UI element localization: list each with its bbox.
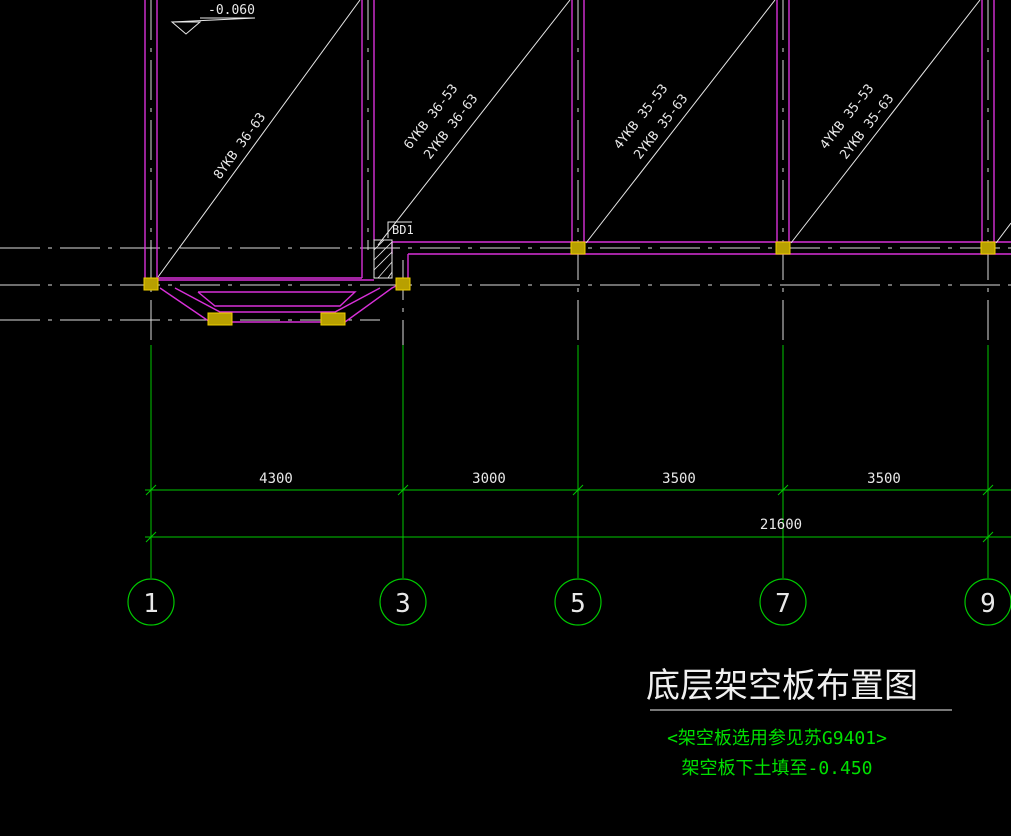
dimension-3000: 3000	[472, 471, 506, 487]
opening-label: BD1	[392, 223, 414, 237]
column-axis-9	[980, 241, 996, 255]
column-bay-left	[207, 312, 233, 326]
axis-label-1: 1	[143, 589, 159, 619]
dimension-3500-a: 3500	[662, 471, 696, 487]
axis-bubble-1: 1	[127, 578, 175, 626]
axis-bubble-5: 5	[554, 578, 602, 626]
dimension-4300: 4300	[259, 471, 293, 487]
drawing-title: 底层架空板布置图	[646, 666, 918, 706]
axis-label-5: 5	[570, 589, 586, 619]
slab-diagonals	[157, 0, 1011, 278]
axis-label-7: 7	[775, 589, 791, 619]
axis-label-3: 3	[395, 589, 411, 619]
columns	[143, 241, 996, 326]
dimension-values: 4300 3000 3500 3500 21600	[259, 471, 901, 533]
column-bay-right	[320, 312, 346, 326]
column-axis-3	[395, 277, 411, 291]
column-axis-1	[143, 277, 159, 291]
column-axis-7	[775, 241, 791, 255]
vertical-center-lines	[150, 0, 989, 345]
dimension-total: 21600	[760, 517, 802, 533]
level-marker	[170, 17, 256, 35]
dimension-lines	[145, 484, 1011, 543]
axis-label-9: 9	[980, 589, 996, 619]
horizontal-center-lines	[0, 247, 1011, 321]
column-axis-5	[570, 241, 586, 255]
level-marker-label: -0.060	[208, 3, 255, 18]
axis-bubble-9: 9	[964, 578, 1011, 626]
slab-labels: 8YKB 36-63 6YKB 36-53 2YKB 36-63 4YKB 35…	[211, 82, 897, 183]
slab-label-bay-1-3: 8YKB 36-63	[211, 110, 269, 182]
axis-extension-lines	[150, 345, 989, 578]
axis-bubble-3: 3	[379, 578, 427, 626]
axis-bubbles: 1 3 5 7 9	[127, 578, 1011, 626]
note-line-1: <架空板选用参见苏G9401>	[667, 728, 887, 749]
note-line-2: 架空板下土填至-0.450	[681, 758, 872, 779]
dimension-3500-b: 3500	[867, 471, 901, 487]
opening-block	[373, 221, 412, 279]
walls	[144, 0, 1011, 323]
axis-bubble-7: 7	[759, 578, 807, 626]
